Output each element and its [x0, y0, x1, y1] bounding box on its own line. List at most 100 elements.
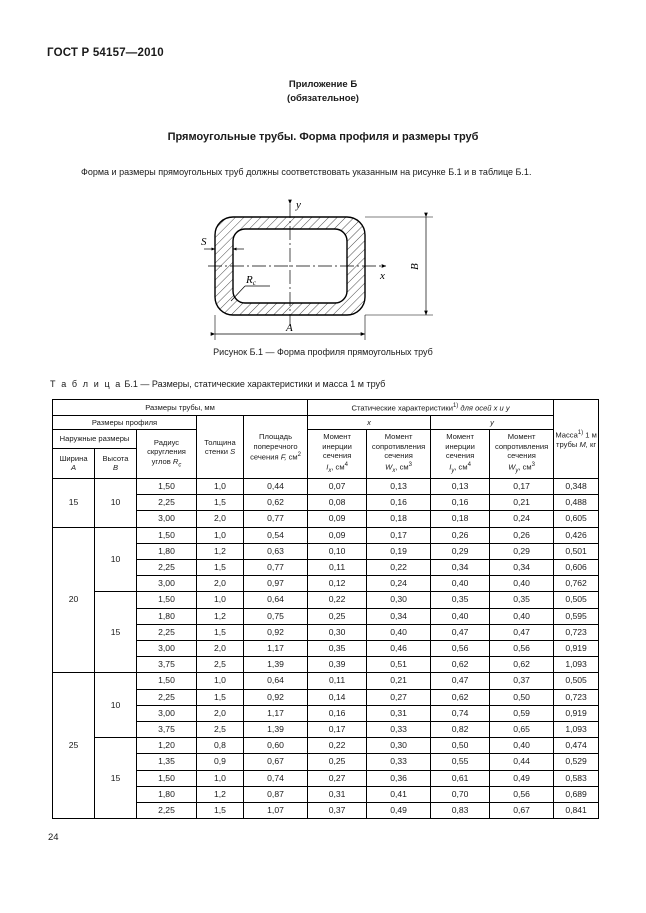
- cell-inertia-x: 0,10: [307, 542, 368, 561]
- inertia-x-unit: см: [335, 462, 345, 472]
- cell-outer-height: 15: [94, 737, 137, 820]
- resist-y-symbol: W: [508, 462, 516, 472]
- cell-thickness: 1,0: [196, 672, 244, 690]
- cell-corner-radius: 1,80: [136, 607, 197, 625]
- cell-outer-height: 15: [94, 591, 137, 674]
- cell-resist-x: 0,49: [366, 802, 432, 820]
- cell-resist-x: 0,21: [366, 672, 432, 690]
- cell-area: 0,92: [242, 623, 309, 642]
- inertia-x-symbol: I: [326, 462, 329, 472]
- cell-resist-y: 0,24: [489, 510, 555, 528]
- cell-mass: 0,595: [553, 607, 600, 625]
- cell-resist-y: 0,44: [489, 753, 555, 771]
- cell-area: 1,17: [242, 640, 309, 658]
- cell-mass: 0,529: [553, 753, 600, 771]
- cell-mass: 1,093: [553, 656, 600, 674]
- figure-caption: Рисунок Б.1 — Форма профиля прямоугольны…: [213, 347, 433, 357]
- header-mass: Масса1) 1 м трубы M, кг: [553, 398, 600, 480]
- cell-corner-radius: 3,75: [136, 656, 197, 674]
- cell-inertia-y: 0,61: [430, 769, 491, 787]
- area-text: Площадь поперечного сечения: [250, 432, 298, 462]
- mass-text: Масса: [555, 430, 578, 440]
- cell-corner-radius: 3,75: [136, 721, 197, 739]
- area-unit: см: [288, 452, 298, 462]
- cell-mass: 0,723: [553, 623, 600, 642]
- width-label-a: A: [285, 322, 293, 334]
- cell-corner-radius: 2,25: [136, 494, 197, 512]
- cell-outer-height: 10: [94, 526, 137, 593]
- appendix-subtitle: (обязательное): [287, 93, 359, 104]
- cell-inertia-x: 0,25: [307, 607, 368, 625]
- cell-mass: 0,474: [553, 737, 600, 755]
- tube-spec-table: Размеры трубы, мм Статические характерис…: [51, 398, 600, 820]
- cell-corner-radius: 3,00: [136, 510, 197, 528]
- resist-y-unit-exponent: 3: [531, 461, 535, 468]
- cell-resist-x: 0,30: [366, 737, 432, 755]
- cell-mass: 0,505: [553, 591, 600, 609]
- cell-inertia-x: 0,09: [307, 510, 368, 528]
- thickness-text: Толщина стенки: [204, 437, 236, 456]
- cell-corner-radius: 1,35: [136, 753, 197, 771]
- cell-thickness: 1,5: [196, 623, 244, 642]
- cell-inertia-x: 0,31: [307, 785, 368, 804]
- height-text: Высота: [102, 453, 129, 463]
- mass-tail: 1 м трубы: [556, 430, 597, 449]
- inertia-y-symbol: I: [449, 462, 452, 472]
- height-symbol: B: [112, 463, 119, 473]
- cell-inertia-y: 0,56: [430, 640, 491, 658]
- cell-inertia-y: 0,40: [430, 607, 491, 625]
- header-tube-sizes: Размеры трубы, мм: [51, 399, 309, 416]
- page-number: 24: [48, 832, 59, 843]
- cell-mass: 0,488: [553, 494, 600, 512]
- cell-thickness: 2,5: [196, 656, 244, 674]
- header-static-characteristics: Статические характеристики1) для осей x …: [307, 399, 555, 416]
- radius-subscript: c: [178, 462, 182, 469]
- appendix-heading: Приложение Б (обязательное): [0, 78, 646, 106]
- cell-inertia-y: 0,50: [430, 737, 491, 755]
- cell-thickness: 0,8: [196, 737, 244, 755]
- cell-thickness: 1,0: [196, 526, 244, 544]
- spec-table-container: Размеры трубы, мм Статические характерис…: [51, 398, 600, 820]
- cell-resist-x: 0,19: [366, 542, 432, 561]
- cell-thickness: 1,0: [196, 769, 244, 787]
- standard-header: ГОСТ Р 54157—2010: [47, 47, 164, 59]
- resist-x-symbol: W: [385, 462, 393, 472]
- cell-inertia-x: 0,16: [307, 704, 368, 723]
- cell-resist-y: 0,56: [489, 640, 555, 658]
- cell-area: 0,77: [242, 510, 309, 528]
- resist-x-text: Момент сопротивления сечения: [371, 432, 426, 461]
- cell-inertia-y: 0,26: [430, 526, 491, 544]
- cell-area: 0,60: [242, 737, 309, 755]
- cell-resist-y: 0,29: [489, 542, 555, 561]
- cell-inertia-x: 0,25: [307, 753, 368, 771]
- resist-x-unit-exponent: 3: [408, 461, 412, 468]
- cell-resist-y: 0,65: [489, 721, 555, 739]
- cell-mass: 0,505: [553, 672, 600, 690]
- cell-outer-width: 20: [52, 526, 95, 674]
- static-text: Статические характеристики: [351, 403, 453, 413]
- cell-resist-y: 0,40: [489, 737, 555, 755]
- cell-corner-radius: 1,50: [136, 591, 197, 609]
- cell-mass: 0,605: [553, 510, 600, 528]
- cell-resist-x: 0,31: [366, 704, 432, 723]
- cell-corner-radius: 3,00: [136, 640, 197, 658]
- cell-inertia-y: 0,47: [430, 623, 491, 642]
- cell-outer-height: 10: [94, 478, 137, 528]
- cell-resist-y: 0,17: [489, 478, 555, 496]
- cell-area: 0,87: [242, 785, 309, 804]
- cell-inertia-y: 0,70: [430, 785, 491, 804]
- cell-inertia-x: 0,37: [307, 802, 368, 820]
- header-corner-radius: Радиус скругления углов Rc: [136, 429, 197, 480]
- cell-mass: 0,426: [553, 526, 600, 544]
- header-outer-sizes: Наружные размеры: [52, 429, 137, 449]
- cell-resist-x: 0,41: [366, 785, 432, 804]
- cell-inertia-x: 0,35: [307, 640, 368, 658]
- thickness-label-s: S: [201, 236, 207, 248]
